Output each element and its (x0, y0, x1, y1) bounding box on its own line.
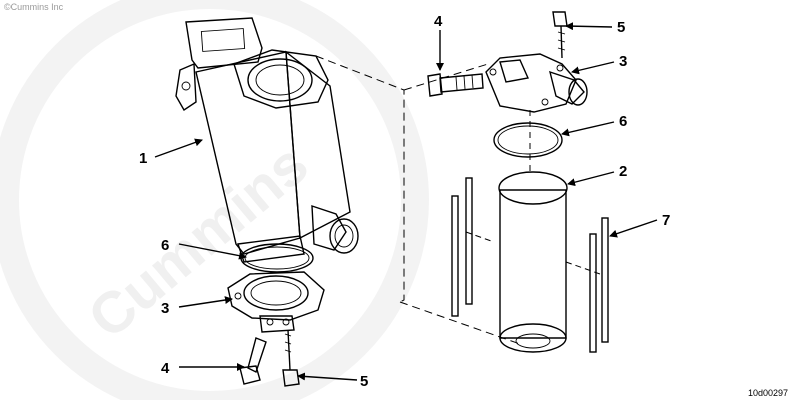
copyright-text: ©Cummins Inc (4, 2, 64, 12)
callout-5-bottom: 5 (360, 373, 368, 390)
top-bolt (427, 73, 484, 97)
guide-rods (451, 177, 609, 353)
watermark: Cummins (0, 0, 429, 400)
leader-lines (154, 22, 658, 381)
callout-4-bottom: 4 (161, 360, 170, 377)
filter-head-housing (175, 17, 359, 263)
callout-2: 2 (619, 163, 627, 180)
callout-5-top: 5 (617, 19, 625, 36)
bottom-screw (282, 329, 300, 387)
figure-id: 10d00297 (748, 388, 788, 398)
svg-text:Cummins: Cummins (76, 131, 320, 351)
callout-labels: 1 6 3 4 5 4 5 3 6 2 7 (139, 13, 670, 390)
callout-7: 7 (662, 212, 670, 229)
callout-4-top: 4 (434, 13, 443, 30)
bottom-bolt (239, 337, 267, 385)
top-screw (552, 11, 568, 59)
filter-element (498, 171, 568, 353)
callout-1: 1 (139, 150, 147, 167)
top-cover (485, 53, 588, 113)
callout-6-bottom: 6 (161, 237, 169, 254)
callout-6-top: 6 (619, 113, 627, 130)
callout-3-top: 3 (619, 53, 627, 70)
bottom-cover-plate (227, 271, 325, 333)
callout-3-bottom: 3 (161, 300, 169, 317)
top-o-ring (493, 122, 563, 158)
